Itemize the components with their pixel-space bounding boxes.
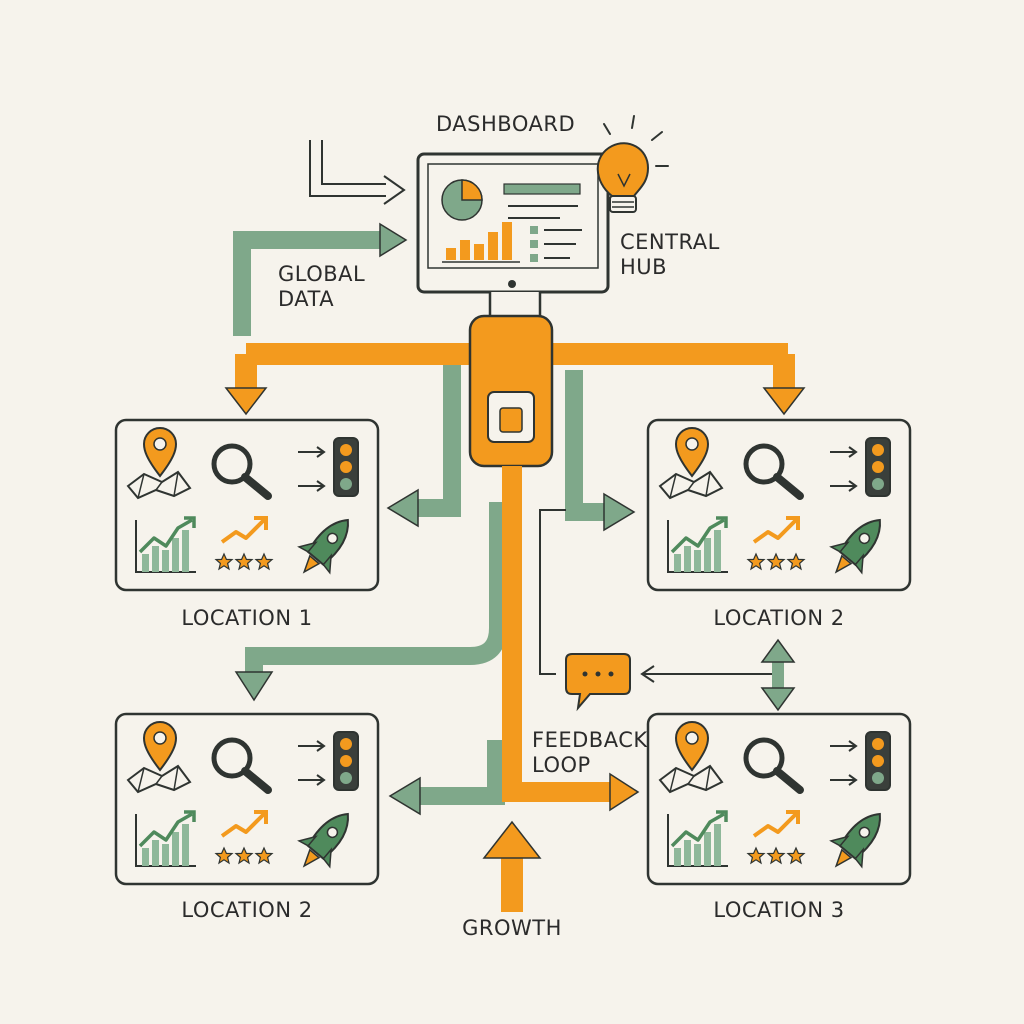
feedback-loop-line-2: LOOP xyxy=(532,753,591,778)
global-data-label: GLOBAL DATA xyxy=(278,262,365,312)
pie-chart-icon xyxy=(441,179,483,221)
feedback-loop-label: FEEDBACK LOOP xyxy=(532,728,648,778)
growth-label: GROWTH xyxy=(462,916,562,940)
location-label-1: LOCATION 1 xyxy=(181,606,313,630)
location-label-3: LOCATION 2 xyxy=(181,898,313,922)
dashboard-label: DASHBOARD xyxy=(436,112,576,136)
location-label-4: LOCATION 3 xyxy=(713,898,845,922)
location-panel-3 xyxy=(116,714,378,884)
bar-chart-icon xyxy=(442,222,520,263)
location-panel-1 xyxy=(116,420,378,590)
location-label-2: LOCATION 2 xyxy=(713,606,845,630)
global-data-line-1: GLOBAL xyxy=(278,262,366,286)
monitor-icon xyxy=(416,152,610,320)
global-data-line-2: DATA xyxy=(278,287,335,312)
location-panel-2 xyxy=(648,420,910,590)
location-panel-4 xyxy=(648,714,910,884)
speech-bubble-icon xyxy=(565,653,631,712)
central-hub-flow xyxy=(224,314,806,812)
feedback-loop-line-1: FEEDBACK xyxy=(532,728,648,752)
central-hub-line-1: CENTRAL xyxy=(620,230,720,254)
lightbulb-icon xyxy=(596,115,669,213)
global-data-arrows xyxy=(233,140,408,336)
central-hub-line-2: HUB xyxy=(620,255,668,280)
growth-arrow xyxy=(482,820,542,912)
green-flow-arrows xyxy=(234,360,636,816)
central-hub-label: CENTRAL HUB xyxy=(620,230,720,280)
feedback-loop xyxy=(539,509,796,712)
